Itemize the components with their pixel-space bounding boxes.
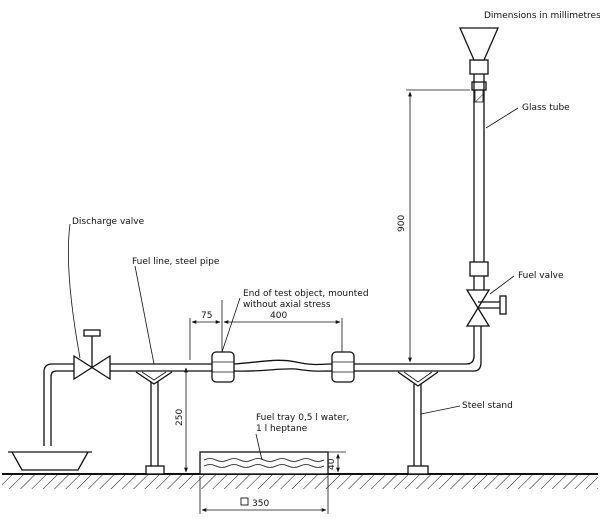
coupling-right	[331, 351, 355, 383]
dimension-40	[328, 451, 346, 473]
dimension-900-label: 900	[397, 215, 407, 232]
dimension-350-label: 350	[252, 499, 269, 509]
leader-lines	[67, 107, 519, 461]
discharge-pipe	[43, 363, 74, 446]
ground	[2, 473, 598, 489]
test-object-label-line2: without axial stress	[243, 300, 331, 310]
dimension-horizontal	[189, 300, 343, 360]
fuel-tray	[199, 451, 329, 475]
discharge-valve	[73, 329, 111, 381]
dimension-350	[199, 476, 329, 514]
fuel-line-label: Fuel line, steel pipe	[132, 257, 220, 267]
steel-stand-label: Steel stand	[462, 401, 513, 411]
dimension-75-label: 75	[201, 311, 212, 321]
glass-tube	[459, 27, 499, 290]
coupling-left	[211, 351, 235, 383]
dimensions-note: Dimensions in millimetres	[484, 11, 600, 21]
steel-stand-left	[135, 371, 173, 475]
dimension-250-label: 250	[175, 409, 185, 426]
test-object-label-line1: End of test object, mounted	[243, 289, 369, 299]
glass-tube-label: Glass tube	[522, 103, 570, 113]
discharge-valve-label: Discharge valve	[72, 217, 145, 227]
dimension-400-label: 400	[270, 311, 287, 321]
fuel-valve-label: Fuel valve	[518, 271, 564, 281]
fuel-valve	[465, 289, 507, 327]
collection-basin	[8, 451, 92, 471]
dimension-40-label: 40	[327, 458, 337, 470]
fuel-tray-label-line2: 1 l heptane	[256, 424, 308, 434]
dimension-900	[406, 89, 470, 365]
steel-stand-right	[397, 371, 439, 475]
fuel-tray-label-line1: Fuel tray 0,5 l water,	[256, 413, 349, 423]
